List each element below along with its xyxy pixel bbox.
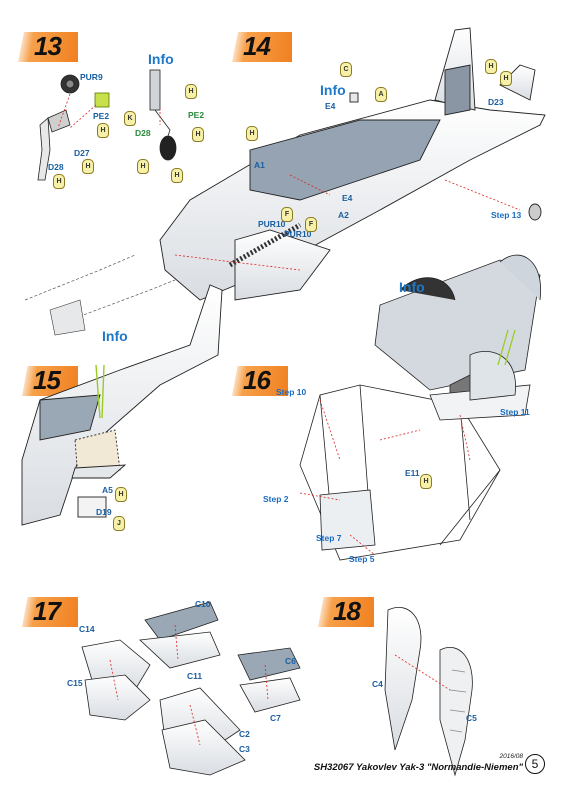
part-label: E4 bbox=[342, 193, 353, 203]
part-label: C10 bbox=[195, 599, 211, 609]
step-13-number: 13 bbox=[34, 31, 62, 61]
glue-marker: C bbox=[340, 62, 352, 77]
step15-tail bbox=[21, 284, 223, 526]
step-reference: Step 11 bbox=[500, 407, 530, 417]
step-17-number: 17 bbox=[33, 596, 61, 626]
part-label: C4 bbox=[372, 679, 383, 689]
glue-marker: H bbox=[246, 126, 258, 141]
glue-marker: H bbox=[171, 168, 183, 183]
glue-marker: H bbox=[97, 123, 109, 138]
glue-marker: A bbox=[375, 87, 387, 102]
part-label: A1 bbox=[254, 160, 265, 170]
step-reference: Step 5 bbox=[349, 554, 375, 564]
glue-marker: J bbox=[113, 516, 125, 531]
step-16-badge bbox=[232, 366, 288, 396]
part-label: C14 bbox=[79, 624, 95, 634]
step-reference: Step 7 bbox=[316, 533, 342, 543]
part-label: D28 bbox=[135, 128, 151, 138]
part-label: A2 bbox=[338, 210, 349, 220]
part-label: PUR9 bbox=[80, 72, 103, 82]
part-label: E4 bbox=[325, 101, 336, 111]
info-callout: Info bbox=[102, 328, 128, 344]
glue-marker: H bbox=[115, 487, 127, 502]
glue-marker: H bbox=[500, 71, 512, 86]
glue-marker: H bbox=[420, 474, 432, 489]
info-callout: Info bbox=[320, 82, 346, 98]
step-14-badge bbox=[232, 32, 292, 62]
part-label: C7 bbox=[270, 713, 281, 723]
step17-stabilizers bbox=[81, 601, 301, 776]
page-number: 5 bbox=[525, 754, 545, 774]
part-label: D28 bbox=[48, 162, 64, 172]
document-date: 2016/08 bbox=[499, 753, 524, 760]
step-14-number: 14 bbox=[243, 31, 271, 61]
step-17-badge bbox=[22, 597, 78, 627]
step-16-number: 16 bbox=[243, 365, 271, 395]
glue-marker: F bbox=[305, 217, 317, 232]
part-label: E11 bbox=[405, 468, 420, 478]
step-13-badge bbox=[18, 32, 78, 62]
part-label: C5 bbox=[466, 713, 477, 723]
document-title: SH32067 Yakovlev Yak-3 "Normandie-Niemen… bbox=[313, 762, 523, 773]
part-label: PUR10 bbox=[284, 229, 312, 239]
part-label: A5 bbox=[102, 485, 113, 495]
part-label: PE2 bbox=[188, 110, 205, 120]
step-reference: Step 10 bbox=[276, 387, 307, 397]
step-18-badge bbox=[318, 597, 374, 627]
part-label: D19 bbox=[96, 507, 112, 517]
part-label: C6 bbox=[285, 656, 296, 666]
glue-marker: K bbox=[124, 111, 136, 126]
info-callout: Info bbox=[148, 51, 174, 67]
info-callout: Info bbox=[399, 279, 425, 295]
part-label: C2 bbox=[239, 729, 250, 739]
glue-marker: H bbox=[192, 127, 204, 142]
step-18-number: 18 bbox=[333, 596, 361, 626]
part-label: D27 bbox=[74, 148, 90, 158]
part-label: D23 bbox=[488, 97, 504, 107]
step-reference: Step 13 bbox=[491, 210, 522, 220]
glue-marker: H bbox=[137, 159, 149, 174]
step-15-number: 15 bbox=[33, 365, 61, 395]
step16-cockpit bbox=[299, 254, 542, 561]
part-label: C11 bbox=[187, 671, 203, 681]
step13-landing-gear bbox=[37, 69, 177, 181]
part-label: C3 bbox=[239, 744, 250, 754]
glue-marker: H bbox=[53, 174, 65, 189]
part-label: C15 bbox=[67, 678, 83, 688]
part-label: PUR10 bbox=[258, 219, 286, 229]
glue-marker: H bbox=[485, 59, 497, 74]
glue-marker: F bbox=[281, 207, 293, 222]
part-label: PE2 bbox=[93, 111, 110, 121]
step-reference: Step 2 bbox=[263, 494, 289, 504]
step18-rudder bbox=[384, 607, 473, 777]
glue-marker: H bbox=[185, 84, 197, 99]
glue-marker: H bbox=[82, 159, 94, 174]
step14-fuselage bbox=[159, 27, 546, 301]
